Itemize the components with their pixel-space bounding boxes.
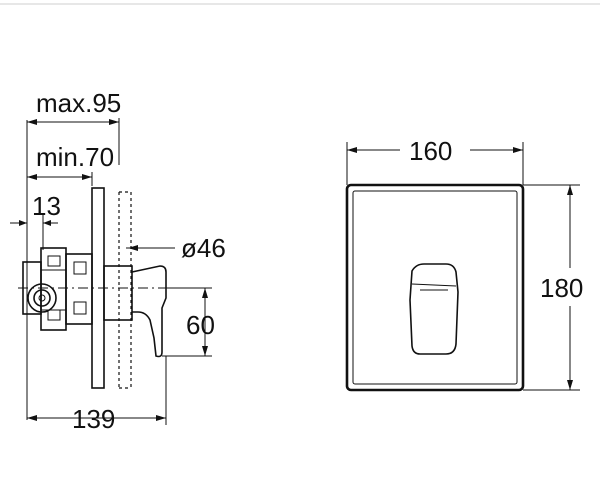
dim-max-95: max.95: [26, 88, 121, 420]
label-160: 160: [409, 136, 452, 166]
dim-13: 13: [10, 191, 61, 250]
side-view: max.95 min.70 13 ø46: [10, 88, 226, 434]
label-diameter-46: ø46: [181, 233, 226, 263]
dim-160: 160: [346, 136, 524, 185]
handle-side: [103, 265, 167, 358]
label-max-95: max.95: [36, 88, 121, 118]
dim-diameter-46: ø46: [126, 233, 226, 263]
cover-plate: [345, 183, 525, 392]
label-139: 139: [72, 404, 115, 434]
dim-60: 60: [162, 287, 215, 357]
wall-section: [118, 191, 132, 389]
handle-front: [409, 263, 459, 355]
label-60: 60: [186, 310, 215, 340]
dim-139: 139: [27, 356, 167, 434]
label-13: 13: [32, 191, 61, 221]
label-min-70: min.70: [36, 142, 114, 172]
label-180: 180: [540, 273, 583, 303]
front-view: 160 180: [345, 136, 583, 392]
dim-180: 180: [523, 184, 583, 391]
dim-min-70: min.70: [27, 142, 114, 186]
cover-plate-inner: [352, 190, 518, 385]
valve-body: [22, 247, 93, 331]
